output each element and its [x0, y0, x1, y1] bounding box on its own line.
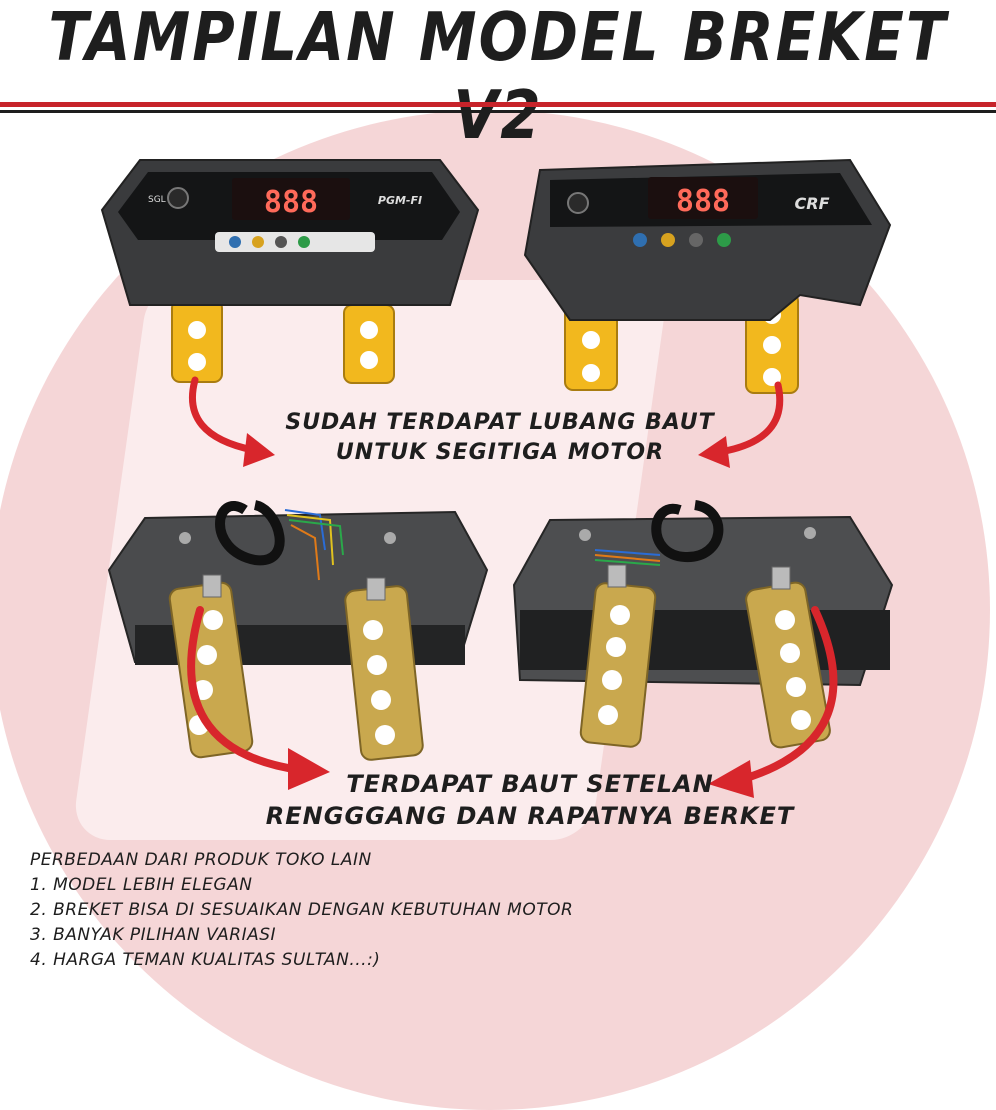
neutral-icon	[298, 236, 310, 248]
high-beam-icon	[252, 236, 264, 248]
bronze-bracket-right	[745, 566, 831, 749]
caption-bottom-line2: RENGGGANG DAN RAPATNYA BERKET	[265, 802, 795, 830]
caption-top-line2: UNTUK SEGITIGA MOTOR	[335, 440, 665, 465]
arrow-bottom-left	[187, 606, 330, 790]
seven-segment-display	[648, 177, 758, 219]
title-underline-red	[0, 102, 996, 107]
gold-bracket-left	[564, 304, 618, 391]
screw-icon	[804, 527, 816, 539]
high-beam-icon	[661, 233, 675, 247]
caption-top-line1: SUDAH TERDAPAT LUBANG BAUT	[285, 410, 715, 435]
caption-bottom-line1: TERDAPAT BAUT SETELAN	[346, 770, 714, 798]
display-digits: 888	[264, 185, 318, 220]
turn-signal-icon	[229, 236, 241, 248]
wire-harness	[215, 500, 285, 566]
mode-button	[167, 187, 189, 209]
screw-icon	[384, 532, 396, 544]
list-item: 2. BREKET BISA DI SESUAIKAN DENGAN KEBUT…	[30, 900, 574, 920]
list-heading: PERBEDAAN DARI PRODUK TOKO LAIN	[30, 850, 372, 870]
brand-label: PGM-FI	[378, 194, 422, 207]
display-digits: 888	[676, 184, 730, 219]
gauge-front-right: 888 CRF	[523, 158, 892, 394]
bronze-bracket-left	[168, 574, 254, 759]
differences-list: PERBEDAAN DARI PRODUK TOKO LAIN 1. MODEL…	[30, 848, 573, 973]
gold-bracket-right	[343, 304, 395, 384]
screw-icon	[179, 532, 191, 544]
title-underline-dark	[0, 110, 996, 113]
list-item: 4. HARGA TEMAN KUALITAS SULTAN...:)	[30, 950, 381, 970]
list-item: 1. MODEL LEBIH ELEGAN	[30, 875, 253, 895]
engine-icon	[275, 236, 287, 248]
page-title: TAMPILAN MODEL BREKET V2	[48, 0, 948, 155]
gauge-back-left	[107, 500, 489, 761]
wire-harness	[651, 500, 724, 562]
list-item: 3. BANYAK PILIHAN VARIASI	[30, 925, 277, 945]
caption-top: SUDAH TERDAPAT LUBANG BAUT UNTUK SEGITIG…	[270, 408, 730, 468]
mode-button	[567, 192, 589, 214]
caption-bottom: TERDAPAT BAUT SETELAN RENGGGANG DAN RAPA…	[240, 768, 820, 832]
turn-signal-icon	[633, 233, 647, 247]
neutral-icon	[717, 233, 731, 247]
gold-bracket-left	[171, 299, 223, 383]
bronze-bracket-right	[344, 577, 424, 761]
gauge-front-left: 888 SGL PGM-FI	[100, 159, 480, 384]
arrow-top-left	[188, 376, 275, 467]
screw-icon	[579, 529, 591, 541]
arrow-bottom-right	[708, 606, 838, 798]
seven-segment-display	[232, 178, 350, 220]
gauge-back-right	[512, 500, 894, 749]
engine-icon	[689, 233, 703, 247]
bronze-bracket-left	[579, 564, 657, 748]
button-label: SGL	[148, 195, 166, 205]
brand-label: CRF	[795, 194, 830, 213]
arrow-top-right	[698, 381, 784, 468]
